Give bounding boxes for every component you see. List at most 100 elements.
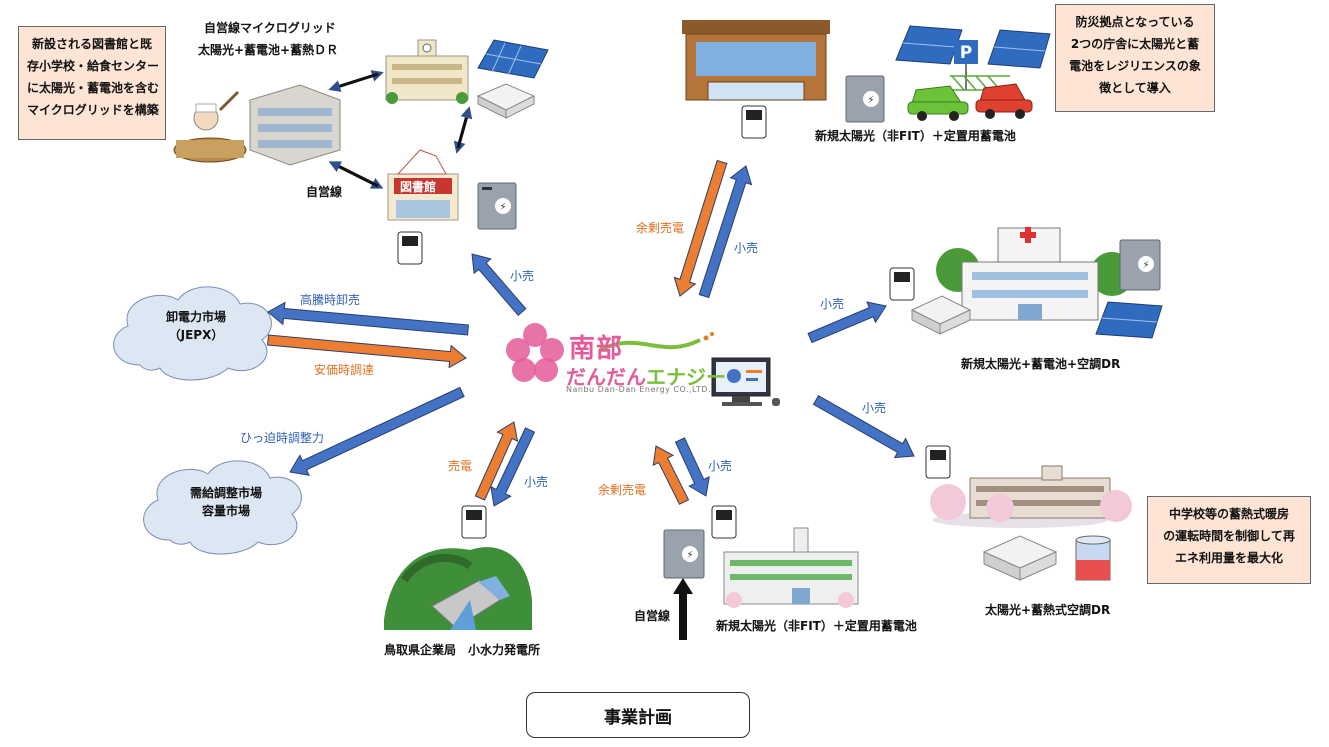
svg-text:⚡: ⚡	[1142, 260, 1149, 271]
microgrid-links	[328, 70, 473, 189]
note-line: 徴として導入	[1099, 81, 1171, 95]
svg-text:⚡: ⚡	[499, 202, 506, 213]
label-microgrid-equipment: 太陽光+蓄電池+蓄熱ＤＲ	[198, 43, 339, 57]
arrow-label-kouri-hospital: 小売	[820, 297, 845, 311]
arrow-label-high-sell: 高騰時卸売	[300, 293, 361, 307]
solar-panel-hospital	[1095, 301, 1163, 339]
label-school-system: 太陽光+蓄熱式空調DR	[985, 603, 1111, 617]
smart-meter-hospital	[889, 267, 915, 301]
heat-storage-tank-icon	[1075, 535, 1111, 581]
battery-hospital: ⚡	[1119, 239, 1161, 291]
cloud-jepx	[113, 286, 272, 381]
cloud-line: （JEPX）	[168, 328, 224, 342]
note-line: の運転時間を制御して再	[1163, 529, 1295, 543]
note-line: 防災拠点となっている	[1075, 15, 1195, 29]
hospital-building	[936, 227, 1134, 321]
arrow-kouri-hydro	[490, 427, 536, 507]
air-conditioner-top-left	[476, 83, 536, 119]
arrow-label-kouri-top: 小売	[734, 241, 759, 255]
cloud-line: 卸電力市場	[165, 310, 226, 324]
smart-meter-top-center	[741, 105, 767, 139]
note-line: 2つの庁舎に太陽光と蓄	[1070, 37, 1200, 51]
arrow-tight-adjust	[289, 386, 465, 476]
logo-text-main: 南部	[569, 334, 624, 364]
note-line: に太陽光・蓄電池を含む	[27, 81, 160, 95]
arrow-surplus-top	[673, 159, 728, 297]
battery-bottom-center: ⚡	[663, 529, 705, 579]
label-jieisen-bottom: 自営線	[634, 609, 671, 623]
plan-title-box: 事業計画	[526, 692, 750, 738]
svg-text:⚡: ⚡	[686, 550, 693, 561]
note-line: 電池をレジリエンスの象	[1069, 59, 1201, 73]
flow-arrows	[266, 159, 915, 507]
note-line: 新設される図書館と既	[31, 37, 152, 51]
label-jieisen-library: 自営線	[306, 185, 343, 199]
solar-panel-top-center-1	[895, 25, 963, 65]
arrow-high-sell	[267, 301, 469, 336]
cloud-line: 需給調整市場	[189, 486, 262, 500]
school-kitchen-illustration	[173, 84, 341, 166]
svg-text:P: P	[960, 43, 972, 63]
note-line: エネ利用量を最大化	[1174, 551, 1283, 565]
solar-panel-top-center-2	[987, 29, 1051, 69]
cloud-jepx-text: 卸電力市場 （JEPX）	[138, 308, 254, 344]
smart-meter-school	[925, 445, 951, 479]
government-office-building	[682, 20, 830, 101]
arrow-label-kouri-bottom: 小売	[708, 459, 733, 473]
battery-library: ⚡	[477, 182, 517, 230]
arrow-label-sell-hydro: 売電	[448, 459, 473, 473]
charging-fence	[950, 75, 1010, 91]
junior-high-school	[930, 465, 1132, 528]
plan-title: 事業計画	[604, 707, 672, 728]
elementary-school-building	[723, 527, 859, 608]
library-sign: 図書館	[400, 180, 437, 194]
parking-sign-icon: P	[954, 40, 978, 90]
svg-text:⚡: ⚡	[867, 95, 874, 106]
arrow-label-surplus-top: 余剰売電	[636, 221, 685, 235]
arrow-kouri-bottom	[674, 437, 710, 497]
library-building	[387, 149, 459, 221]
arrow-label-cheap-buy: 安価時調達	[314, 363, 375, 377]
hydro-power-plant	[384, 547, 532, 630]
cloud-adjust-market	[143, 460, 302, 555]
arrow-kouri-library	[471, 253, 527, 317]
note-disaster-base: 防災拠点となっている 2つの庁舎に太陽光と蓄 電池をレジリエンスの象 徴として導…	[1055, 4, 1215, 112]
arrow-label-kouri-school: 小売	[862, 401, 887, 415]
note-line: マイクログリッドを構築	[27, 103, 159, 117]
car-green-icon	[907, 85, 969, 121]
arrow-label-kouri-hydro: 小売	[524, 475, 549, 489]
arrow-kouri-hospital	[807, 301, 887, 344]
note-line: 存小学校・給食センター	[27, 59, 160, 73]
logo-text-sub: だんだんエナジー	[566, 361, 726, 390]
logo-text-sub-b: エナジー	[646, 365, 726, 389]
label-office-system: 新規太陽光（非FIT）＋定置用蓄電池	[815, 129, 1016, 143]
computer-monitor-icon	[711, 357, 780, 406]
car-red-icon	[975, 83, 1033, 119]
air-conditioner-school	[982, 535, 1058, 581]
arrow-label-surplus-bottom: 余剰売電	[598, 483, 647, 497]
smart-meter-bottom-center	[711, 505, 737, 539]
company-logo-flower	[506, 323, 564, 382]
logo-text-english: Nanbu Dan-Dan Energy CO.,LTD.	[566, 385, 711, 394]
note-heat-storage: 中学校等の蓄熱式暖房 の運転時間を制御して再 エネ利用量を最大化	[1147, 496, 1311, 584]
note-line: 中学校等の蓄熱式暖房	[1168, 507, 1289, 521]
smart-meter-hydro	[461, 505, 487, 539]
logo-text-sub-a: だんだん	[566, 365, 646, 389]
cloud-adjust-text: 需給調整市場 容量市場	[168, 484, 284, 520]
battery-top-center: ⚡	[845, 75, 885, 123]
note-microgrid: 新設される図書館と既 存小学校・給食センター に太陽光・蓄電池を含む マイクログ…	[18, 26, 166, 140]
arrow-label-tight-adjust: ひっ迫時調整力	[240, 431, 325, 445]
air-conditioner-hospital	[910, 295, 972, 335]
school-building-illustration	[385, 39, 469, 104]
label-hydro: 鳥取県企業局 小水力発電所	[384, 643, 541, 657]
arrow-sell-hydro	[474, 421, 519, 501]
logo-swoosh	[599, 332, 714, 352]
arrow-kouri-top	[698, 165, 753, 299]
jieisen-black-arrow	[673, 578, 693, 640]
arrow-cheap-buy	[266, 334, 467, 369]
label-hospital-system: 新規太陽光+蓄電池+空調DR	[961, 357, 1121, 371]
cloud-line: 容量市場	[201, 504, 250, 518]
label-microgrid: 自営線マイクログリッド	[204, 21, 336, 35]
label-elementary-system: 新規太陽光（非FIT）＋定置用蓄電池	[716, 619, 917, 633]
